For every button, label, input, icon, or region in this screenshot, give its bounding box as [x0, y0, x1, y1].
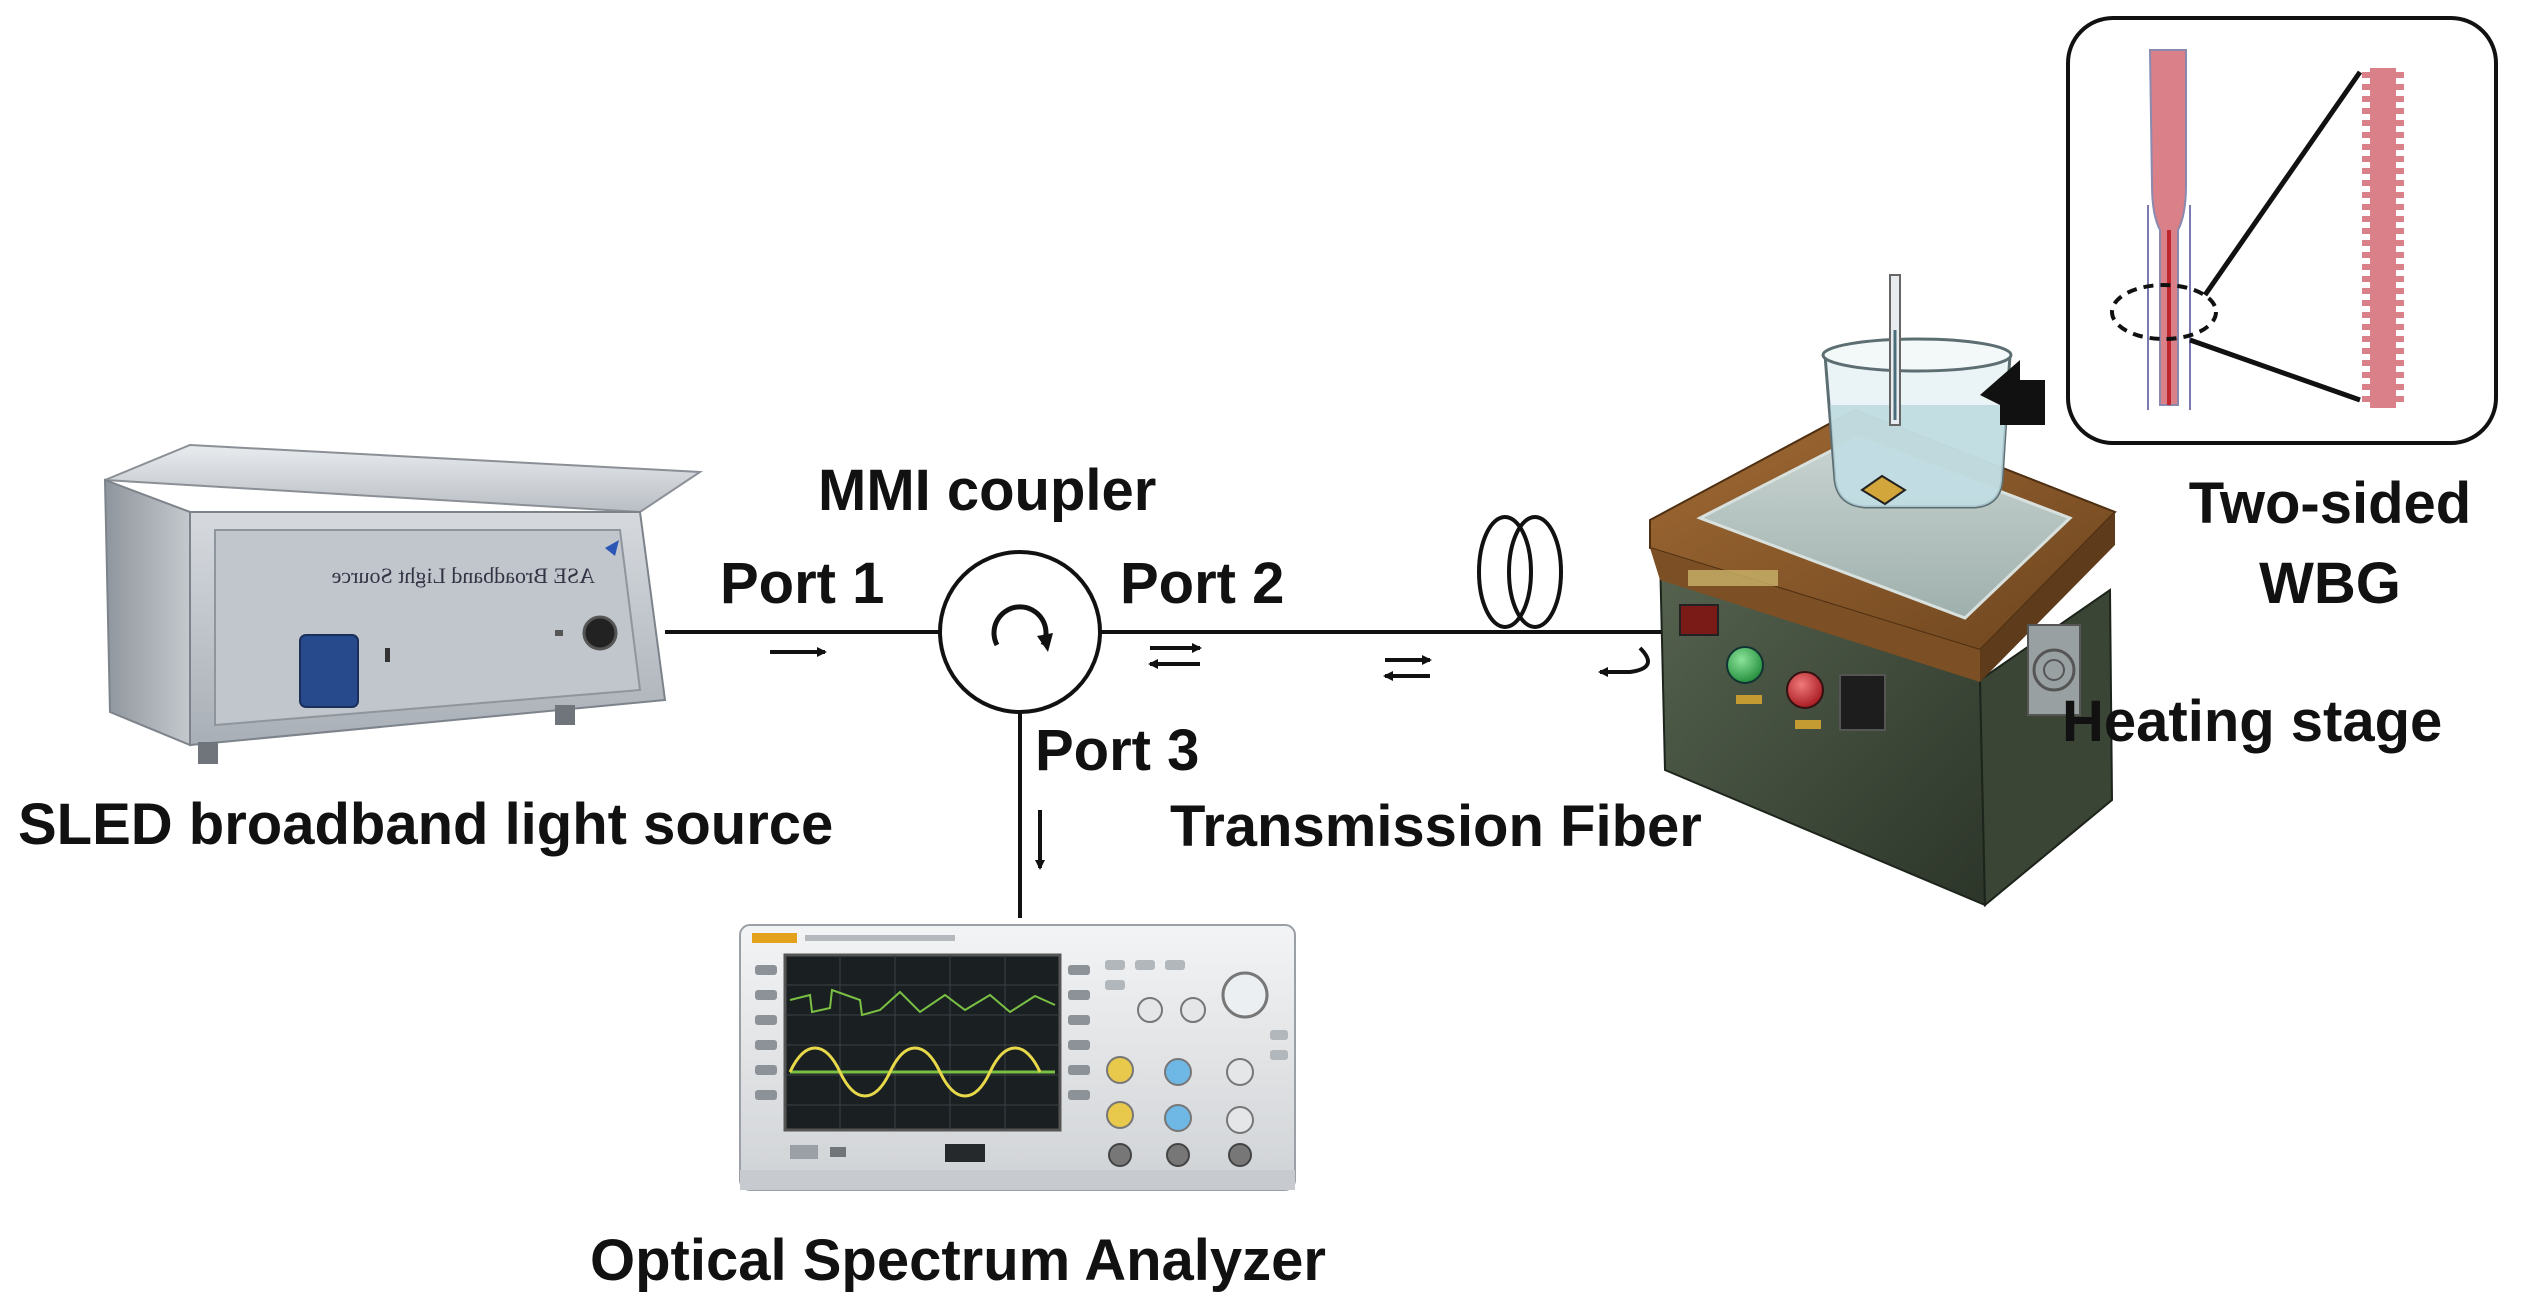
wbg-label-line1: Two-sided [2188, 471, 2472, 536]
port-3-label: Port 3 [1035, 718, 1200, 783]
inset-pointer-icon [1980, 360, 2045, 425]
knob-icon [582, 615, 618, 651]
optical-spectrum-analyzer-device [739, 924, 1296, 1191]
port-2-label: Port 2 [1120, 551, 1285, 616]
outlet-icon [1839, 674, 1886, 731]
osa-label: Optical Spectrum Analyzer [590, 1228, 1326, 1293]
temperature-display-icon [1679, 604, 1719, 636]
transmission-fiber-label: Transmission Fiber [1170, 794, 1702, 859]
fiber-paths [665, 630, 1665, 918]
sled-light-source-device: ASE Broadband Light Source [103, 443, 704, 764]
power-switch-icon [299, 634, 359, 708]
coupler-circulation-icon [991, 604, 1049, 647]
port-1-label: Port 1 [720, 551, 885, 616]
direction-arrow-icon [770, 643, 1650, 870]
fiber-coil-icon [1477, 515, 1563, 629]
thermometer-icon [1889, 274, 1901, 426]
source-label: SLED broadband light source [18, 792, 834, 857]
trace-yellow-sine [788, 1046, 1042, 1098]
trace-green-top [789, 988, 1056, 1017]
scope-knobs-icon [1106, 971, 1269, 1134]
heating-stage-label: Heating stage [2062, 689, 2443, 754]
mmi-coupler [938, 550, 1102, 714]
source-front-label: ASE Broadband Light Source [332, 563, 595, 588]
red-button-icon [1786, 671, 1824, 709]
heating-stage-device [1649, 274, 2117, 908]
waveguide-taper-icon [2148, 49, 2187, 406]
scope-screen [783, 953, 1062, 1132]
mmi-coupler-label: MMI coupler [818, 458, 1157, 523]
beaker-icon [1821, 337, 2013, 509]
zoom-region-icon [2110, 283, 2218, 341]
fan-grille-icon [2027, 624, 2081, 716]
wbg-inset [2066, 16, 2498, 445]
green-button-icon [1726, 646, 1764, 684]
wbg-label-line2: WBG [2259, 551, 2401, 616]
brand-logo-icon [605, 540, 619, 556]
grating-icon [2362, 68, 2404, 408]
